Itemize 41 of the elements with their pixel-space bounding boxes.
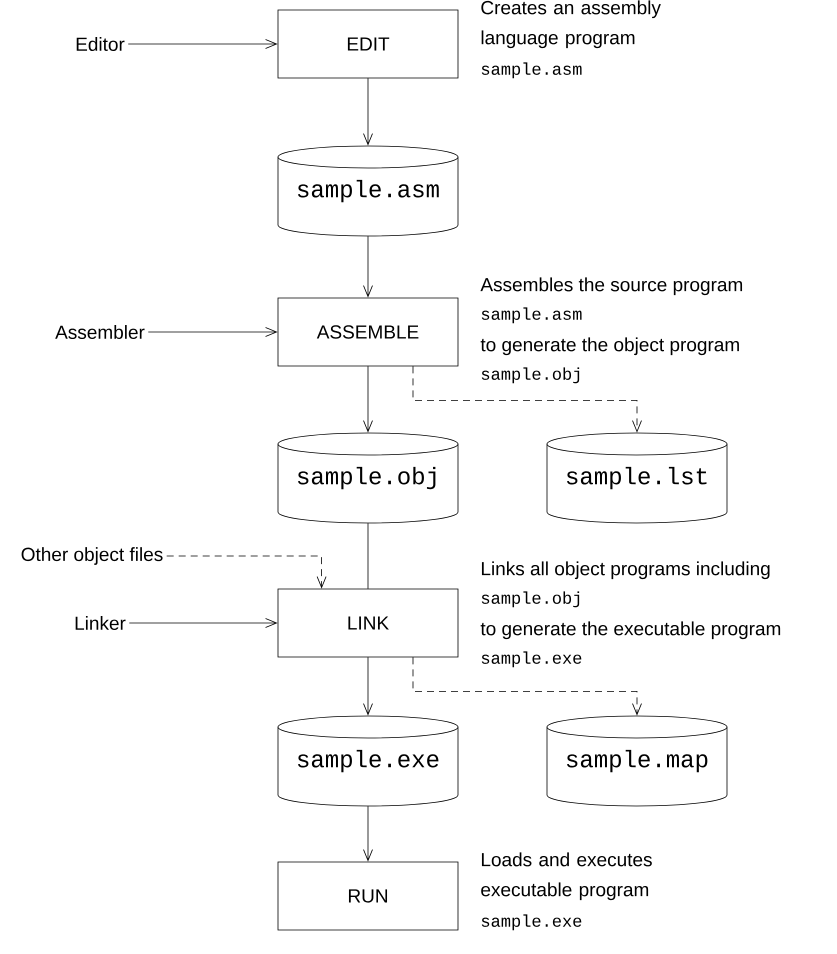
description-text: to generate the object program bbox=[480, 337, 739, 356]
arrow bbox=[128, 39, 278, 49]
process-box: EDIT bbox=[278, 10, 458, 78]
node-label: sample.asm bbox=[298, 180, 439, 202]
arrow bbox=[363, 78, 373, 146]
node-label: sample.map bbox=[566, 750, 708, 772]
file-cylinder: sample.lst bbox=[546, 432, 728, 524]
file-cylinder: sample.exe bbox=[278, 716, 458, 806]
description-text: Links all object programs including bbox=[482, 561, 770, 580]
file-name: sample.asm bbox=[482, 307, 582, 324]
tool-label: Linker bbox=[76, 616, 126, 630]
node-label: sample.obj bbox=[298, 466, 436, 490]
node-label: sample.lst bbox=[566, 466, 707, 490]
tool-label: Assembler bbox=[55, 325, 145, 339]
file-name: sample.exe bbox=[482, 914, 582, 930]
arrow bbox=[363, 366, 373, 433]
process-box: LINK bbox=[278, 588, 458, 658]
node-label: sample.exe bbox=[298, 750, 438, 772]
arrow bbox=[412, 366, 642, 433]
file-name: sample.obj bbox=[482, 591, 580, 608]
description-text: Assembles the source program bbox=[480, 277, 742, 296]
description-text: Creates an assembly language program bbox=[481, 0, 661, 48]
tool-label: Other object files bbox=[22, 547, 163, 565]
file-cylinder: sample.obj bbox=[278, 432, 458, 524]
tool-label: Editor bbox=[76, 37, 124, 51]
process-box: RUN bbox=[278, 862, 458, 930]
arrow bbox=[148, 327, 278, 337]
arrow bbox=[166, 556, 326, 589]
file-name: sample.exe bbox=[482, 651, 582, 668]
process-box: ASSEMBLE bbox=[278, 298, 458, 366]
arrow bbox=[128, 618, 278, 628]
arrow bbox=[363, 236, 373, 298]
arrow bbox=[363, 806, 373, 862]
file-cylinder: sample.map bbox=[546, 716, 728, 806]
description-text: Loads and executes executable program bbox=[481, 852, 652, 900]
arrow bbox=[363, 657, 373, 716]
arrow bbox=[412, 657, 642, 716]
file-name: sample.asm bbox=[482, 62, 582, 78]
file-cylinder: sample.asm bbox=[278, 146, 458, 236]
description-text: to generate the executable program bbox=[480, 621, 780, 640]
file-name: sample.obj bbox=[482, 367, 580, 384]
